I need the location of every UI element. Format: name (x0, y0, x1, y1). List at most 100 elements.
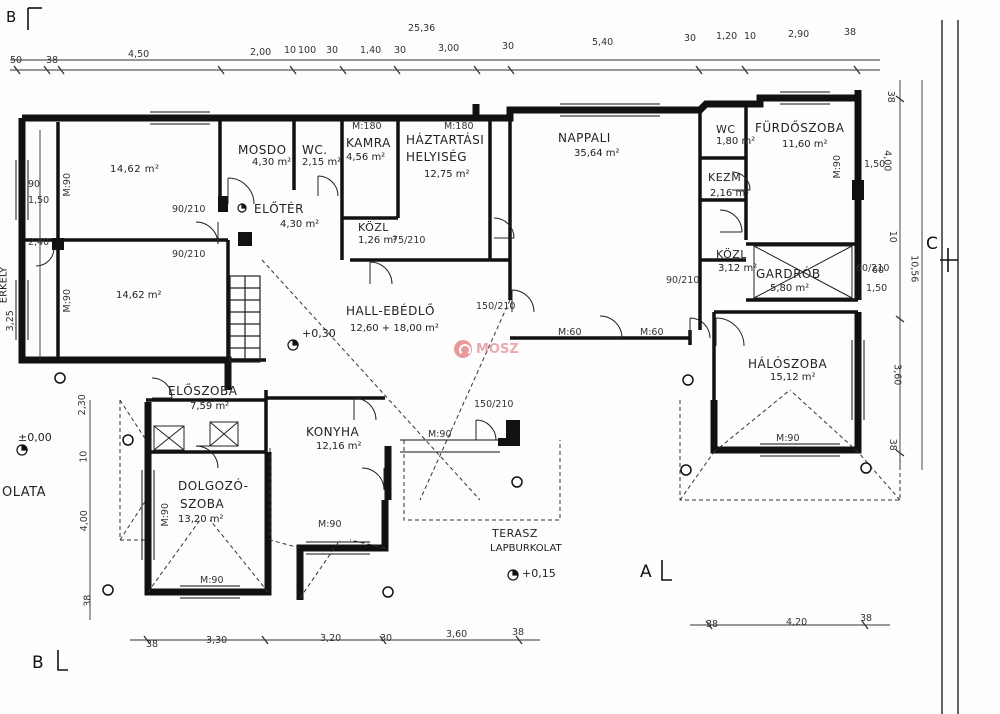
dim-top-2: 4,50 (128, 49, 150, 60)
lapburkolat-label: LAPBURKOLAT (490, 543, 562, 554)
haloszoba-area: 15,12 m² (770, 372, 816, 383)
dim-top-1: 38 (46, 55, 59, 66)
left-partial-vertical: ERKÉLY (0, 266, 10, 304)
dim-bottom-2: 3,20 (320, 633, 342, 644)
dim-top-9: 3,00 (438, 43, 460, 54)
room-a-name: 14,62 m² (110, 162, 160, 175)
dimension-lines (10, 59, 923, 645)
door-label-12: M:90 (160, 503, 171, 527)
hall-area: 12,60 + 18,00 m² (350, 323, 439, 334)
eloszoba-label: ELŐSZOBA (168, 384, 238, 398)
watermark-text: MOSZ (476, 341, 519, 357)
dim-bottom-7: 4,20 (786, 617, 808, 628)
dim-right-3: 10 (886, 230, 898, 243)
stairs (229, 275, 261, 363)
terasz-label: TERASZ (492, 527, 538, 540)
dim-top-13: 1,20 (716, 31, 738, 42)
dim-right-5: 60 (872, 265, 885, 276)
dim-right-4: 10,56 (908, 255, 920, 283)
opening-2: 75/210 (392, 235, 426, 246)
watermark: MOSZ (454, 340, 519, 358)
dim-left-0: 90 (28, 179, 41, 190)
mosdo-area: 4,30 m² (252, 157, 292, 168)
opening-5: 150/210 (474, 399, 514, 410)
pillars (54, 372, 872, 598)
gardrob-label: GARDRÓB (756, 267, 821, 281)
door-label-4: M:90 (62, 289, 73, 313)
dim-right-6: 3,60 (891, 364, 903, 386)
dim-right-2: 1,50 (864, 159, 886, 170)
dim-top-14: 10 (744, 31, 757, 42)
door-label-9: M:90 (318, 519, 342, 530)
furdo-area: 11,60 m² (782, 139, 828, 150)
closets (153, 245, 853, 451)
kozl2-area: 3,12 m² (718, 263, 758, 274)
eloter-label: ELŐTÉR (254, 202, 304, 216)
wc1-label: WC. (302, 143, 328, 157)
dim-top-16: 38 (844, 27, 857, 38)
nappali-label: NAPPALI (558, 131, 611, 145)
section-b-label: B (32, 653, 44, 673)
level-entrance: ±0,00 (18, 431, 52, 444)
door-swings (35, 171, 751, 491)
interior-walls (22, 104, 858, 454)
dim-left-2: 2,40 (28, 237, 50, 248)
konyha-label: KONYHA (306, 425, 360, 439)
kozl1-area: 1,26 m² (358, 235, 398, 246)
kezm-label: KEZM (708, 171, 742, 184)
wc2-label: WC (716, 123, 736, 136)
door-label-8: M:90 (200, 575, 224, 586)
helyiseg-label: HELYISÉG (406, 150, 468, 164)
level-markers (16, 203, 519, 581)
dim-left-6: 4,00 (78, 510, 90, 532)
section-a-label: A (640, 562, 652, 582)
section-top-label: B (6, 8, 17, 26)
columns (52, 180, 864, 446)
haztartasi-area: 12,75 m² (424, 169, 470, 180)
dim-left-3: 3,25 (4, 310, 16, 332)
dim-left-7: 38 (82, 594, 94, 607)
section-marks (27, 7, 958, 671)
wc1-area: 2,15 m² (302, 157, 342, 168)
szoba-label: SZOBA (180, 497, 225, 511)
dim-bottom-1: 3,30 (206, 635, 228, 646)
section-c-label: C (926, 234, 938, 254)
dim-top-10: 30 (502, 41, 515, 52)
dim-top-7: 1,40 (360, 45, 382, 56)
door-label-10: M:90 (428, 429, 452, 440)
opening-3: 150/210 (476, 301, 516, 312)
kozl1-label: KÖZL (358, 221, 389, 234)
partial-label-left: OLATA (2, 485, 46, 500)
door-label-5: M:60 (558, 327, 582, 338)
door-label-3: M:180 (444, 121, 474, 132)
dim-bottom-3: 30 (380, 633, 393, 644)
boundary-lines (941, 20, 959, 714)
dim-top-4: 10 (284, 45, 297, 56)
wc2-area: 1,80 m² (716, 136, 756, 147)
opening-7: 90/210 (666, 275, 700, 286)
terrace-outlines (119, 259, 901, 599)
dim-bottom-5: 38 (512, 627, 525, 638)
dim-top-5: 100 (298, 45, 317, 56)
dim-left-4: 2,30 (76, 394, 88, 416)
kezm-area: 2,16 m² (710, 188, 750, 199)
furdo-label: FÜRDŐSZOBA (755, 121, 845, 135)
nappali-area: 35,64 m² (574, 148, 620, 159)
door-label-6: M:60 (640, 327, 664, 338)
dim-right-8: 1,50 (866, 283, 888, 294)
dim-total-top: 25,36 (408, 23, 436, 34)
windows (15, 91, 865, 599)
door-label-11: M:90 (832, 155, 843, 179)
gardrob-area: 5,80 m² (770, 283, 810, 294)
kamra-area: 4,56 m² (346, 152, 386, 163)
dim-top-3: 2,00 (250, 47, 272, 58)
opening-1: 90/210 (172, 204, 206, 215)
dolgozo-area: 13,20 m² (178, 514, 224, 525)
opening-6: 60/210 (856, 263, 890, 274)
level-terrace: +0,15 (522, 567, 556, 580)
konyha-area: 12,16 m² (316, 441, 362, 452)
dim-bottom-6: 38 (706, 619, 719, 630)
haloszoba-label: HÁLÓSZOBA (748, 357, 828, 371)
eloszoba-area: 7,59 m² (190, 401, 230, 412)
